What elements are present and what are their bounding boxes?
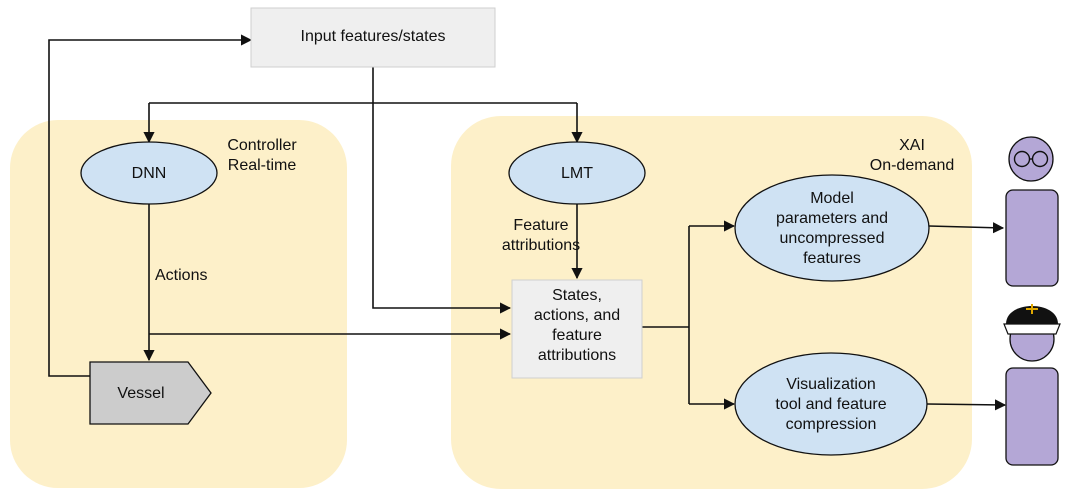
- states-label-line4: attributions: [538, 347, 616, 364]
- feature-attributions-label-line2: attributions: [502, 237, 580, 254]
- xai-region-subtitle: On-demand: [870, 157, 955, 174]
- actions-label: Actions: [155, 267, 207, 284]
- states-label-line2: actions, and: [534, 307, 620, 324]
- controller-region-title: Controller: [227, 137, 297, 154]
- edge-vessel-to-input: [48, 34, 253, 377]
- model-params-line1: Model: [810, 190, 854, 207]
- vessel-node: Vessel: [89, 361, 212, 425]
- connectors: [48, 34, 1007, 411]
- visualization-line3: compression: [786, 416, 877, 433]
- states-label-line3: feature: [552, 327, 602, 344]
- visualization-line1: Visualization: [786, 376, 876, 393]
- input-features-label: Input features/states: [301, 28, 446, 45]
- xai-region-title: XAI: [899, 137, 925, 154]
- lmt-label: LMT: [561, 165, 593, 182]
- researcher-with-glasses-icon: [1005, 136, 1059, 287]
- edge-to-user-1: [928, 222, 1005, 234]
- ship-captain-icon: [1003, 304, 1061, 466]
- dnn-node: DNN: [80, 141, 218, 205]
- model-params-line3: uncompressed: [780, 230, 885, 247]
- model-params-line2: parameters and: [776, 210, 888, 227]
- controller-region-subtitle: Real-time: [228, 157, 297, 174]
- input-features-node: Input features/states: [250, 7, 496, 68]
- visualization-line2: tool and feature: [775, 396, 886, 413]
- dnn-label: DNN: [132, 165, 167, 182]
- states-label-line1: States,: [552, 287, 602, 304]
- model-params-line4: features: [803, 250, 861, 267]
- edge-to-user-2: [926, 399, 1007, 411]
- lmt-node: LMT: [508, 141, 646, 205]
- feature-attributions-label-line1: Feature: [513, 217, 568, 234]
- states-actions-attributions-node: States, actions, and feature attribution…: [511, 279, 643, 379]
- edge-input-to-states: [372, 103, 512, 314]
- vessel-label: Vessel: [117, 385, 164, 402]
- model-parameters-node: Model parameters and uncompressed featur…: [734, 174, 930, 282]
- visualization-node: Visualization tool and feature compressi…: [734, 352, 928, 456]
